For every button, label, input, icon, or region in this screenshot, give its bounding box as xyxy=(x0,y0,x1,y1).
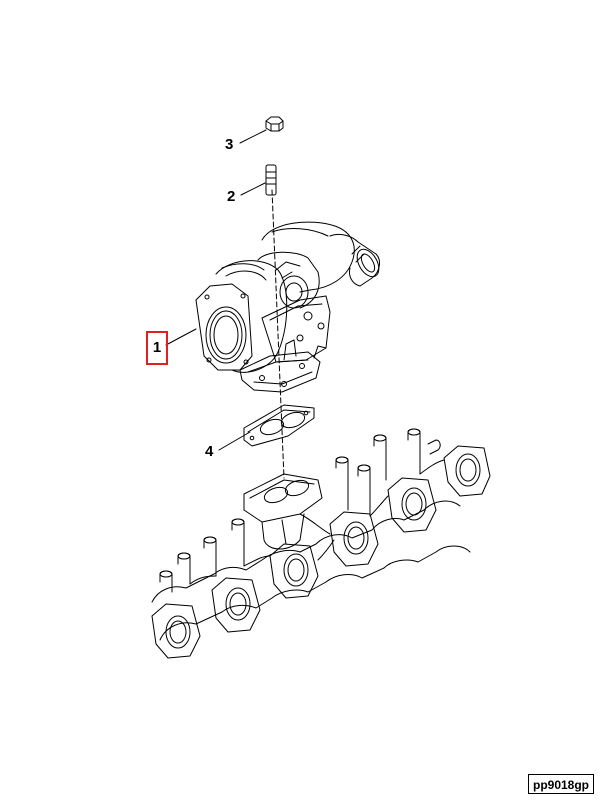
callout-item-2[interactable]: 2 xyxy=(227,188,236,205)
gasket-item-4 xyxy=(243,404,315,447)
callout-item-1[interactable]: 1 xyxy=(146,331,168,365)
manifold-port-flanges xyxy=(151,445,491,659)
manifold-bosses xyxy=(159,428,441,593)
callout-item-3[interactable]: 3 xyxy=(225,136,234,153)
leader-line-1 xyxy=(165,328,197,346)
stud-item-2 xyxy=(265,164,277,196)
callout-item-4[interactable]: 4 xyxy=(205,443,214,460)
assembly-centerline xyxy=(271,189,285,479)
exhaust-manifold xyxy=(151,428,491,659)
leader-line-3 xyxy=(239,129,267,144)
leader-line-2 xyxy=(240,182,266,196)
turbocharger-item-1 xyxy=(195,221,380,393)
nut-item-3 xyxy=(265,116,284,132)
leader-line-4 xyxy=(218,431,251,451)
figure-code-label: pp9018gp xyxy=(528,774,594,794)
